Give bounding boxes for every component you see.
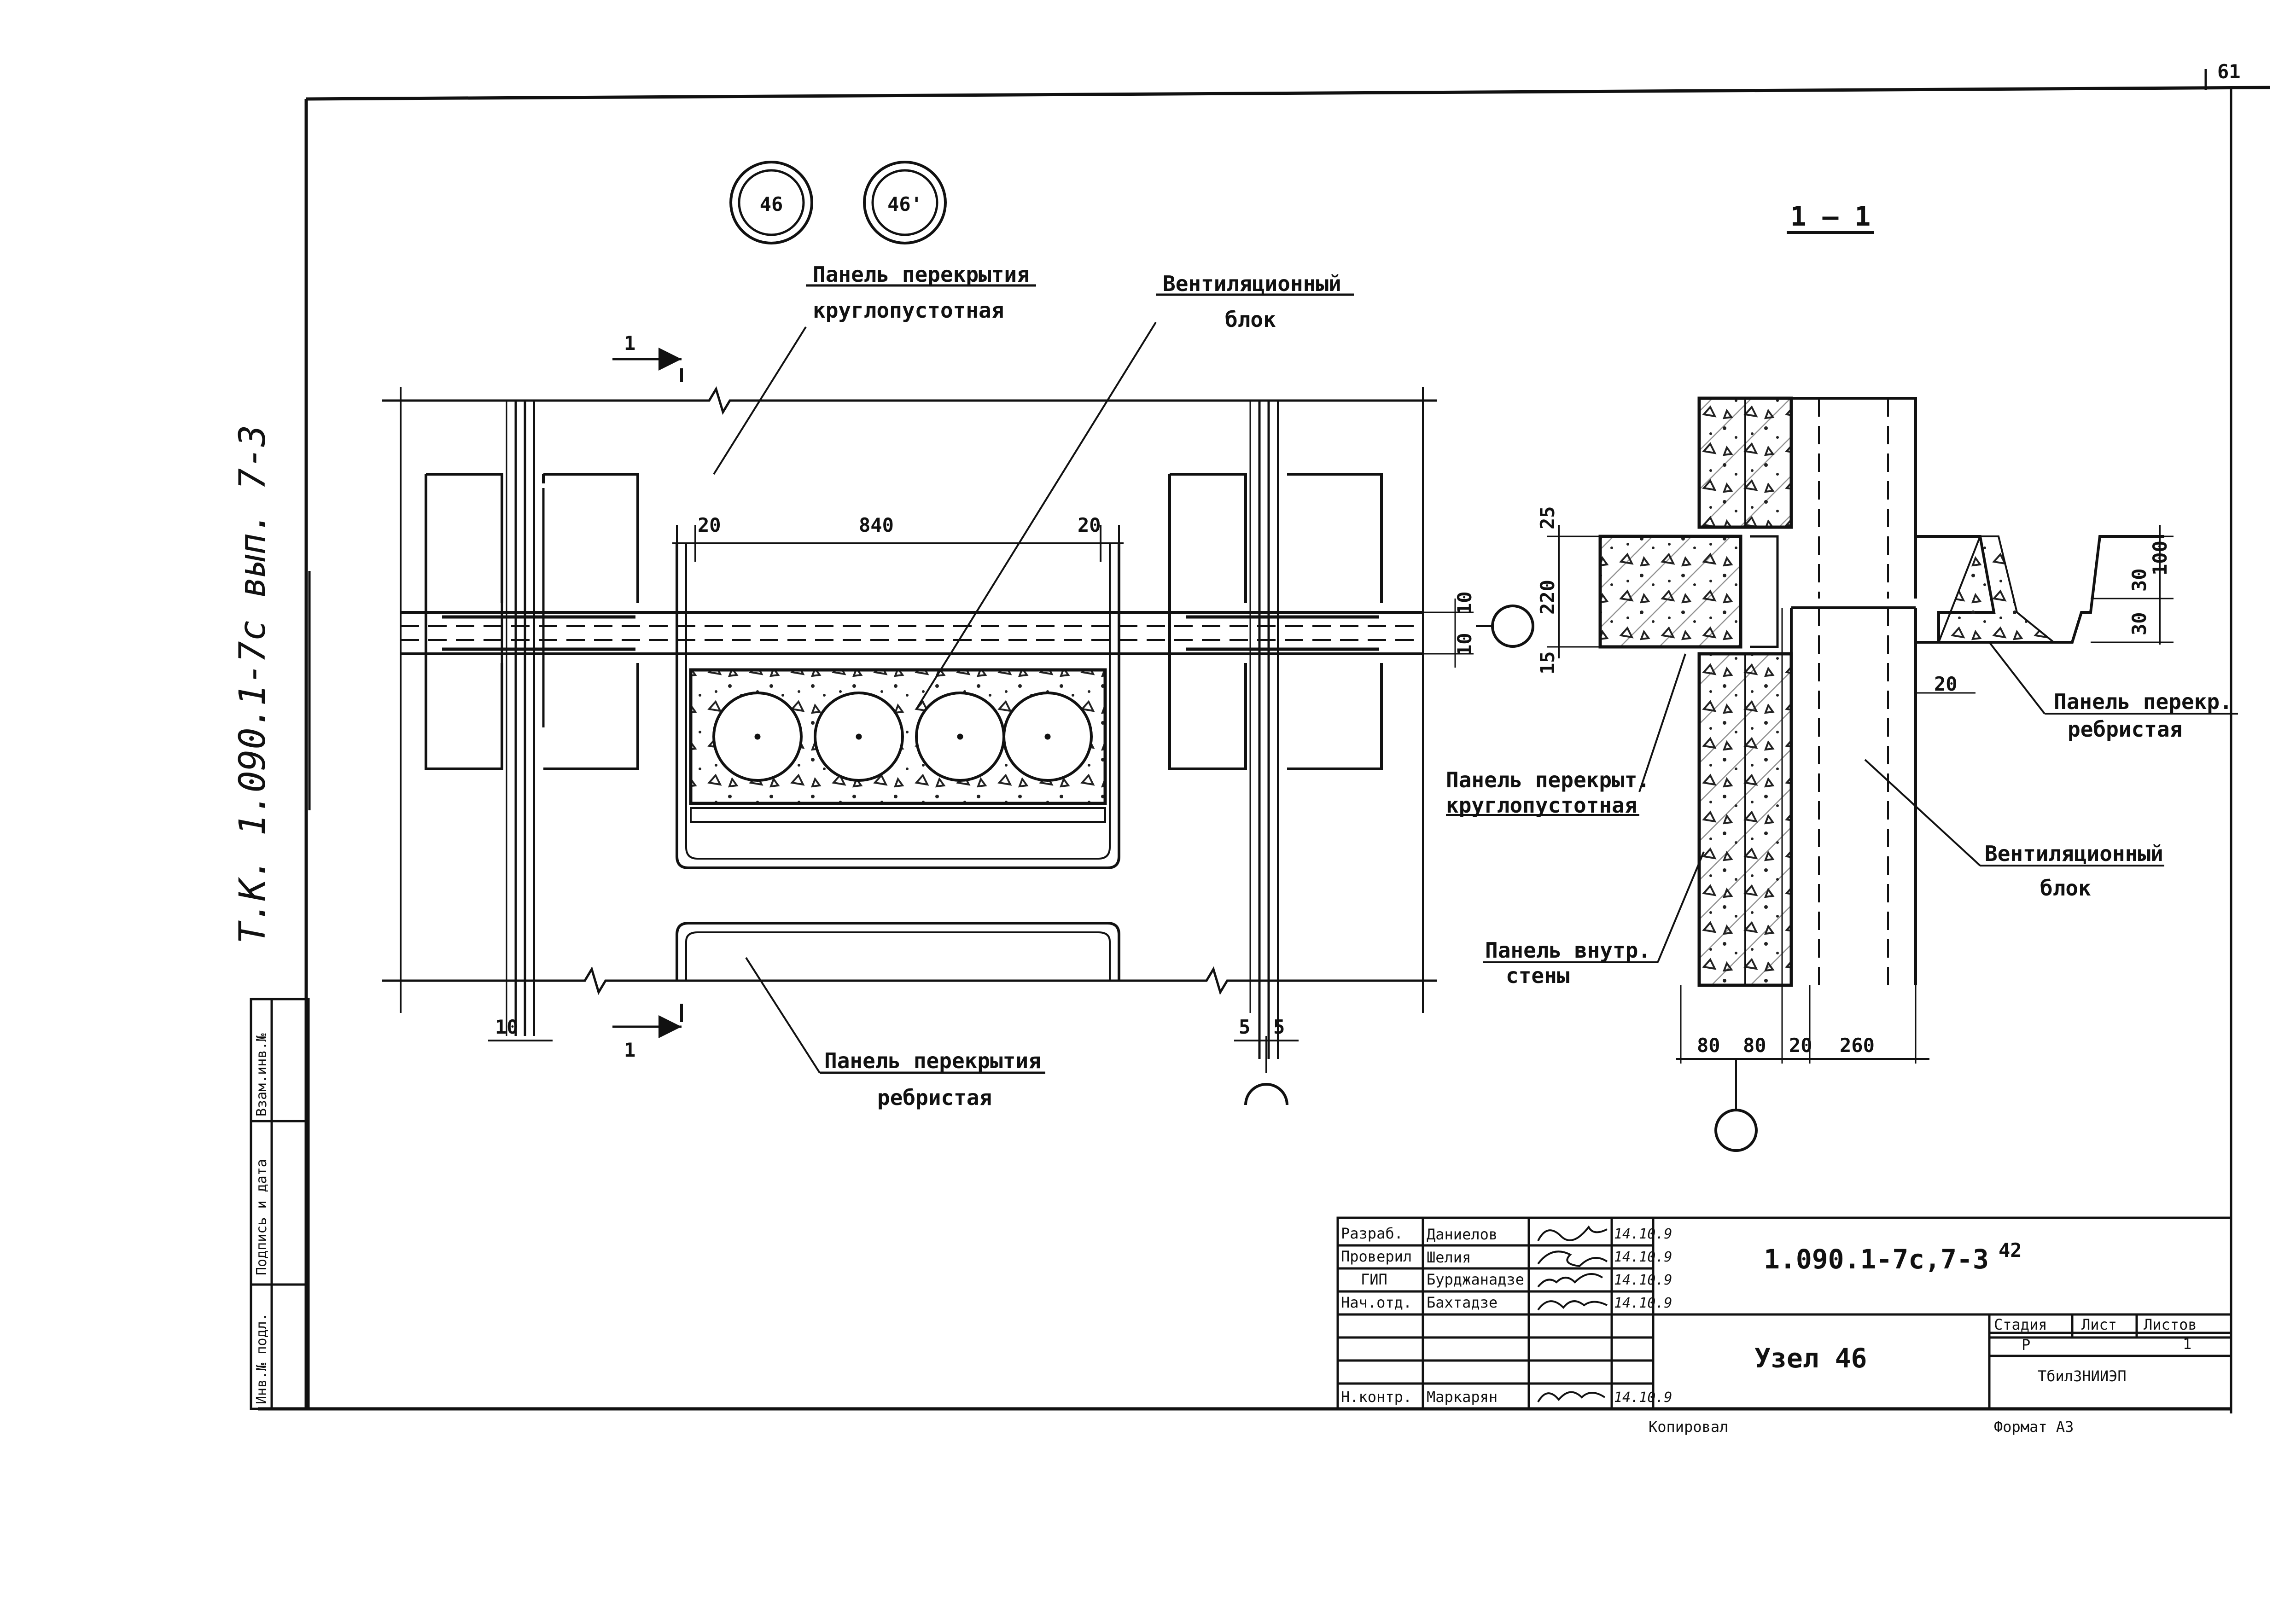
plan-dim-left: 20 [698, 514, 721, 536]
sec-dim-bottom-3: 20 [1789, 1034, 1812, 1057]
plan-hollow-panel-label-1: Панель перекрытия [813, 262, 1030, 287]
node-mark-46-prime: 46' [863, 161, 947, 244]
sec-dim-30a: 30 [2128, 568, 2150, 592]
plan-joint-dim-1: 10 [1453, 591, 1476, 615]
tb-row-3-role: ГИП [1361, 1271, 1387, 1288]
doc-code: 1.090.1-7с,7-3 [1764, 1244, 1989, 1275]
tb-row-2-role: Проверил [1341, 1248, 1412, 1265]
side-stamp-original: Инв.№ подл. [254, 1313, 270, 1404]
sec-ribbed-panel-label-1: Панель перекр. [2054, 689, 2232, 714]
sec-hollow-panel-label-1: Панель перекрыт. [1446, 768, 1650, 792]
format-label: Формат А3 [1994, 1418, 2074, 1436]
sheets-header: Листов [2144, 1316, 2197, 1333]
tb-row-2-date: 14.10.9 [1614, 1249, 1672, 1265]
side-stamp-replace: Взам.инв.№ [254, 1033, 270, 1116]
title-block [1336, 1216, 2232, 1410]
plan-hollow-panel-label-2: круглопустотная [813, 298, 1004, 323]
node-mark-46: 46 [729, 161, 813, 244]
title-block-rows: Разраб. Даниелов 14.10.9 Проверил Шелия … [1341, 1225, 1672, 1406]
sec-hollow-panel-label-2: круглопустотная [1446, 793, 1637, 818]
organization: ТбилЗНИИЭП [2038, 1367, 2127, 1385]
section-cut-label-bottom: 1 [624, 1039, 635, 1061]
tb-row-7-date: 14.10.9 [1614, 1390, 1672, 1406]
sec-dim-220: 220 [1536, 580, 1559, 615]
stage-header: Стадия [1994, 1316, 2047, 1333]
tb-row-1-name: Даниелов [1427, 1226, 1498, 1243]
plan-dim-right: 20 [1078, 514, 1101, 536]
plan-vent-block-label-1: Вентиляционный [1163, 271, 1341, 296]
sec-dim-bottom-1: 80 [1697, 1034, 1720, 1057]
side-stamp [250, 998, 310, 1410]
sec-dim-15: 15 [1536, 651, 1559, 674]
sec-wall-panel-label-2: стены [1506, 963, 1569, 988]
tb-row-4-date: 14.10.9 [1614, 1295, 1672, 1311]
sheet-frame [258, 69, 2271, 1413]
doc-code-sup: 42 [1999, 1239, 2022, 1262]
plan-ribbed-panel-label-1: Панель перекрытия [824, 1048, 1041, 1073]
plan-bottom-dim-right-1: 5 [1239, 1016, 1250, 1038]
node-mark-46-text: 46 [760, 193, 783, 215]
section-title: 1 – 1 [1790, 201, 1871, 232]
tb-row-4-role: Нач.отд. [1341, 1294, 1412, 1311]
sec-dim-bottom-4: 260 [1840, 1034, 1875, 1057]
tb-row-1-role: Разраб. [1341, 1225, 1403, 1242]
drawing-title: Узел 46 [1754, 1343, 1867, 1374]
tb-row-1-date: 14.10.9 [1614, 1226, 1672, 1242]
node-mark-46-prime-text: 46' [887, 193, 922, 215]
tb-row-4-name: Бахтадзе [1427, 1294, 1498, 1311]
tb-row-2-name: Шелия [1427, 1249, 1471, 1266]
signatures [1537, 1225, 1608, 1403]
sec-dim-30b: 30 [2128, 612, 2150, 635]
sec-dim-bottom-2: 80 [1743, 1034, 1766, 1057]
stage-value: Р [2022, 1336, 2030, 1354]
section-cut-label-top: 1 [624, 332, 635, 355]
sec-dim-100: 100 [2149, 541, 2171, 576]
section-view [1446, 396, 2238, 1152]
plan-ribbed-panel-label-2: ребристая [877, 1085, 992, 1110]
sec-dim-25: 25 [1536, 506, 1559, 529]
sec-ribbed-panel-label-2: ребристая [2068, 717, 2182, 742]
sheet-number: 61 [2217, 60, 2241, 83]
plan-bottom-dim-left: 10 [495, 1016, 519, 1038]
plan-view [382, 284, 1534, 1105]
plan-vent-block-label-2: блок [1225, 307, 1276, 332]
sheets-value: 1 [2183, 1335, 2191, 1353]
sec-vent-block-label-2: блок [2040, 876, 2091, 901]
tb-row-3-date: 14.10.9 [1614, 1272, 1672, 1288]
sec-wall-panel-label-1: Панель внутр. [1485, 938, 1651, 963]
sheet-header: Лист [2081, 1316, 2117, 1333]
sec-vent-block-label-1: Вентиляционный [1985, 841, 2163, 866]
tb-row-7-role: Н.контр. [1341, 1388, 1412, 1406]
tb-row-7-name: Маркарян [1427, 1388, 1498, 1406]
plan-joint-dim-2: 10 [1453, 633, 1476, 656]
plan-dim-mid: 840 [859, 514, 894, 536]
tb-row-3-name: Бурджанадзе [1427, 1271, 1524, 1288]
vertical-note: Т.К. 1.090.1-7с вып. 7-3 [232, 425, 274, 944]
sec-dim-gap: 20 [1934, 673, 1958, 695]
plan-bottom-dim-right-2: 5 [1273, 1016, 1285, 1038]
copied-label: Копировал [1649, 1418, 1728, 1436]
side-stamp-signature: Подпись и дата [254, 1159, 270, 1275]
